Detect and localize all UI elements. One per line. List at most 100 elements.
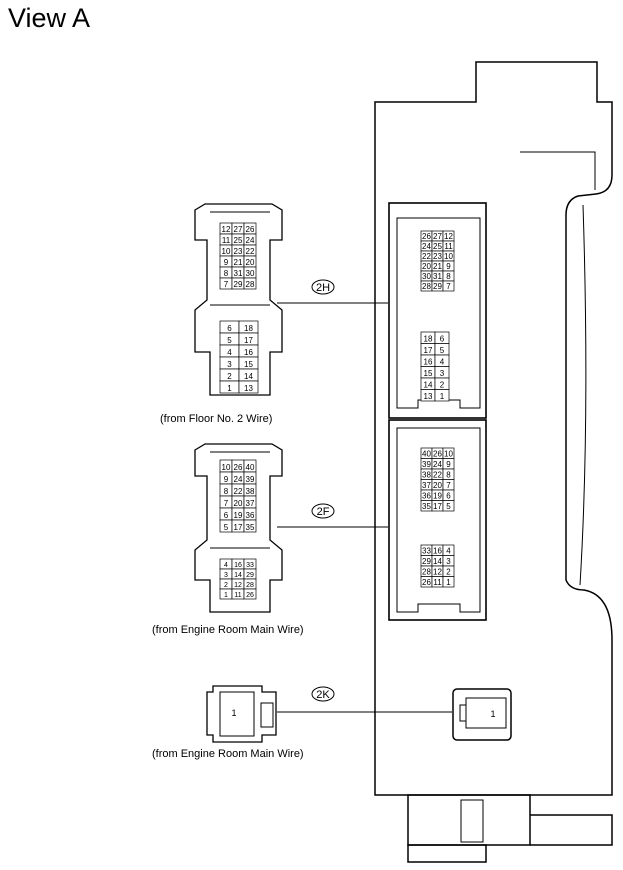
pin-label-2H-harness-lower: 3 (227, 360, 232, 369)
pin-label-2F-harness-upper: 5 (224, 523, 229, 532)
pin-label-2H-harness-lower: 6 (227, 324, 232, 333)
connector-2H-caption: (from Floor No. 2 Wire) (160, 413, 273, 425)
pin-label-2H-harness-upper: 10 (222, 247, 231, 256)
pin-label-2H-socket-lower: 4 (440, 358, 445, 367)
pin-label-2F-harness-upper: 7 (224, 499, 229, 508)
pin-label-2F-socket-upper: 37 (422, 481, 431, 490)
pin-label-2F-socket-lower: 28 (422, 568, 431, 577)
pin-label-2F-socket-upper: 10 (444, 450, 453, 459)
pin-cell-2H-harness-upper (243, 277, 257, 290)
pin-label-2H-harness-upper: 23 (234, 247, 243, 256)
harness-connector-2H-housing (194, 203, 283, 396)
pin-label-2H-harness-upper: 21 (234, 258, 243, 267)
pin-label-2H-socket-upper: 27 (433, 232, 442, 241)
pin-label-2F-harness-lower: 12 (234, 582, 242, 589)
pin-label-2F-socket-lower: 4 (446, 547, 451, 556)
pin-label-2F-socket-upper: 38 (422, 471, 431, 480)
pin-label-2F-harness-upper: 40 (246, 463, 255, 472)
pin-label-2K-harness: 1 (231, 708, 236, 718)
pin-label-2F-harness-upper: 39 (246, 475, 255, 484)
pin-label-2H-harness-lower: 14 (244, 372, 253, 381)
pin-label-2H-socket-upper: 31 (433, 272, 442, 281)
pin-label-2H-harness-upper: 27 (234, 225, 243, 234)
pin-label-2H-socket-upper: 9 (446, 262, 451, 271)
pin-label-2H-harness-upper: 7 (224, 280, 229, 289)
pin-label-2H-harness-upper: 25 (234, 236, 243, 245)
pin-label-2H-socket-upper: 25 (433, 242, 442, 251)
pin-label-2H-socket-upper: 29 (433, 282, 442, 291)
pin-label-2F-socket-upper: 6 (446, 492, 451, 501)
pin-label-2F-harness-upper: 10 (222, 463, 231, 472)
pin-label-2H-harness-upper: 11 (222, 236, 231, 245)
pin-label-2H-harness-upper: 8 (224, 269, 229, 278)
pin-label-2F-socket-lower: 33 (422, 547, 431, 556)
pin-label-2H-socket-lower: 1 (440, 392, 445, 401)
pin-label-2H-socket-lower: 14 (424, 381, 433, 390)
pin-label-2H-socket-upper: 24 (422, 242, 431, 251)
pin-label-2F-socket-upper: 39 (422, 460, 431, 469)
pin-label-2F-socket-upper: 36 (422, 492, 431, 501)
connector-id-2H: 2H (316, 282, 330, 294)
junction-block (374, 61, 613, 863)
pin-label-2F-socket-upper: 40 (422, 450, 431, 459)
pin-label-2F-socket-upper: 19 (433, 492, 442, 501)
jb-socket-2K-frame (452, 688, 512, 741)
pin-cell-2H-socket-upper (442, 280, 455, 292)
jb-socket-2F-frame (388, 419, 487, 621)
connector-id-badge-2H (311, 279, 335, 295)
pin-label-2F-harness-lower: 16 (234, 562, 242, 569)
pin-label-2F-socket-upper: 5 (446, 502, 451, 511)
pin-label-2H-harness-upper: 26 (246, 225, 255, 234)
pin-label-2H-harness-upper: 12 (222, 225, 231, 234)
pin-label-2F-harness-lower: 4 (224, 562, 228, 569)
pin-label-2F-socket-lower: 14 (433, 557, 442, 566)
pin-cell-2F-socket-lower (442, 576, 455, 588)
pin-label-2H-harness-upper: 9 (224, 258, 229, 267)
pin-label-2H-harness-upper: 31 (234, 269, 243, 278)
pin-label-2F-socket-lower: 12 (433, 568, 442, 577)
pin-cell-2F-harness-lower (243, 588, 257, 600)
pin-label-2F-harness-upper: 24 (234, 475, 243, 484)
pin-label-2F-socket-upper: 35 (422, 502, 431, 511)
pin-label-2H-harness-lower: 16 (244, 348, 253, 357)
pin-label-2F-socket-lower: 29 (422, 557, 431, 566)
pin-label-2F-socket-upper: 17 (433, 502, 442, 511)
pin-label-2H-socket-lower: 6 (440, 335, 445, 344)
pin-label-2F-socket-upper: 22 (433, 471, 442, 480)
pin-label-2H-socket-lower: 17 (424, 346, 433, 355)
pin-label-2H-socket-upper: 21 (433, 262, 442, 271)
connector-id-badge-2F (311, 503, 335, 519)
pin-label-2H-socket-lower: 5 (440, 346, 445, 355)
connector-id-2F: 2F (317, 506, 330, 518)
pin-label-2H-socket-upper: 20 (422, 262, 431, 271)
pin-label-2H-socket-upper: 23 (433, 252, 442, 261)
pin-label-2F-harness-upper: 17 (234, 523, 243, 532)
pin-label-2H-harness-upper: 29 (234, 280, 243, 289)
pin-label-2H-harness-upper: 30 (246, 269, 255, 278)
pin-label-2F-harness-upper: 22 (234, 487, 243, 496)
pin-label-2F-harness-lower: 26 (246, 592, 254, 599)
pin-label-2F-socket-lower: 3 (446, 557, 451, 566)
pin-label-2H-harness-upper: 20 (246, 258, 255, 267)
pin-label-2F-harness-upper: 26 (234, 463, 243, 472)
pin-label-2F-socket-upper: 7 (446, 481, 451, 490)
pin-label-2H-socket-lower: 3 (440, 369, 445, 378)
pin-label-2F-socket-upper: 20 (433, 481, 442, 490)
pin-label-2H-harness-upper: 24 (246, 236, 255, 245)
pin-label-2H-socket-upper: 10 (444, 252, 453, 261)
pin-label-2H-harness-lower: 15 (244, 360, 253, 369)
pin-label-2H-socket-upper: 12 (444, 232, 453, 241)
pin-cell-2H-socket-lower (434, 389, 450, 402)
pin-label-2F-harness-upper: 8 (224, 487, 229, 496)
pin-label-2H-socket-lower: 18 (424, 335, 433, 344)
pin-label-2H-socket-upper: 30 (422, 272, 431, 281)
pin-label-2F-socket-upper: 24 (433, 460, 442, 469)
pin-label-2H-harness-lower: 1 (227, 384, 232, 393)
pin-label-2H-socket-upper: 11 (444, 242, 453, 251)
pin-label-2F-harness-lower: 11 (234, 592, 241, 599)
pin-label-2H-harness-lower: 5 (227, 336, 232, 345)
pin-label-2F-harness-lower: 29 (246, 572, 254, 579)
pin-label-2F-socket-lower: 26 (422, 578, 431, 587)
pin-label-2F-harness-upper: 9 (224, 475, 229, 484)
